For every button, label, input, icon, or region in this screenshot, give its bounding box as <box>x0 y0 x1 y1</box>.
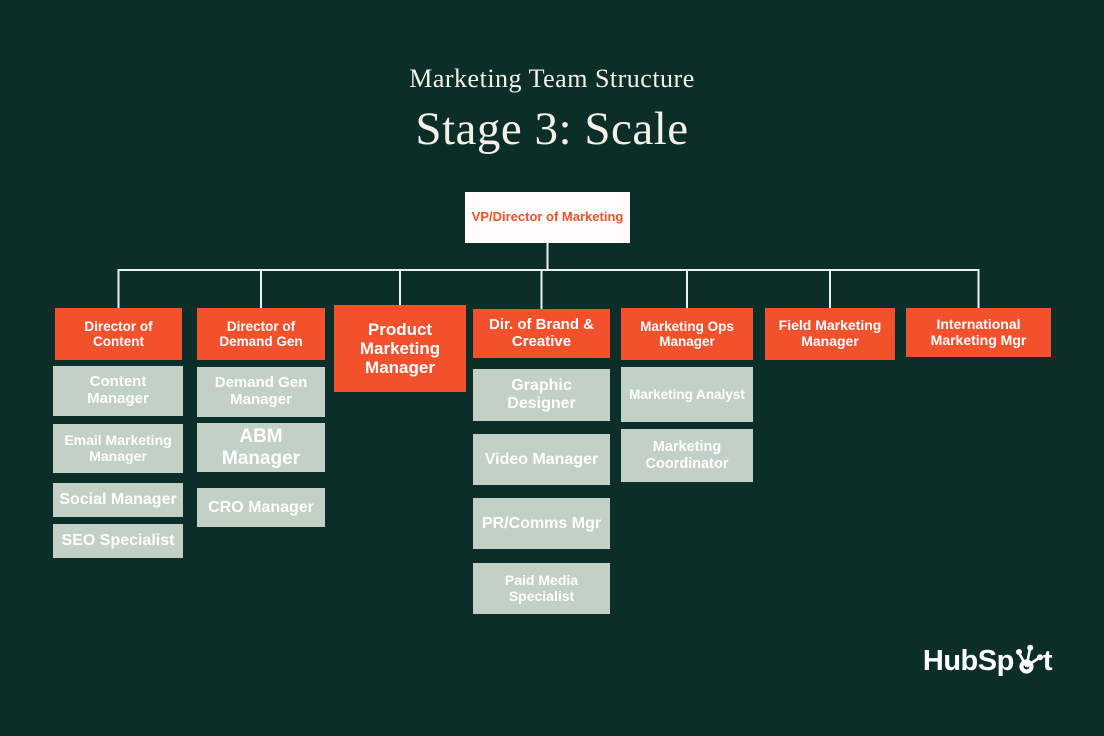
node-product-marketing-manager: Product Marketing Manager <box>334 305 466 392</box>
node-cro-manager: CRO Manager <box>197 488 325 527</box>
node-international-marketing-mgr: International Marketing Mgr <box>906 308 1051 357</box>
node-director-of-content: Director of Content <box>55 308 182 360</box>
node-seo-specialist: SEO Specialist <box>53 524 183 558</box>
node-social-manager: Social Manager <box>53 483 183 517</box>
hubspot-logo-text-after: t <box>1042 645 1053 677</box>
node-marketing-coordinator: Marketing Coordinator <box>621 429 753 482</box>
node-field-marketing-manager: Field Marketing Manager <box>765 308 895 360</box>
node-email-marketing-manager: Email Marketing Manager <box>53 424 183 473</box>
hubspot-logo: HubSp t <box>922 644 1053 677</box>
chart-subtitle: Marketing Team Structure <box>409 64 695 93</box>
node-paid-media-specialist: Paid Media Specialist <box>473 563 610 614</box>
node-marketing-ops-manager: Marketing Ops Manager <box>621 308 753 360</box>
node-director-of-demand-gen: Director of Demand Gen <box>197 308 325 360</box>
node-dir-of-brand-creative: Dir. of Brand & Creative <box>473 309 610 358</box>
node-pr-comms-mgr: PR/Comms Mgr <box>473 498 610 549</box>
node-video-manager: Video Manager <box>473 434 610 485</box>
node-marketing-analyst: Marketing Analyst <box>621 367 753 422</box>
sprocket-icon <box>1015 644 1043 674</box>
node-demand-gen-manager: Demand Gen Manager <box>197 367 325 417</box>
node-content-manager: Content Manager <box>53 366 183 416</box>
chart-title: Stage 3: Scale <box>415 103 689 155</box>
node-abm-manager: ABM Manager <box>197 423 325 472</box>
node-graphic-designer: Graphic Designer <box>473 369 610 421</box>
node-vp-director-of-marketing: VP/Director of Marketing <box>465 192 630 243</box>
hubspot-logo-text-before: HubSp <box>922 645 1014 677</box>
